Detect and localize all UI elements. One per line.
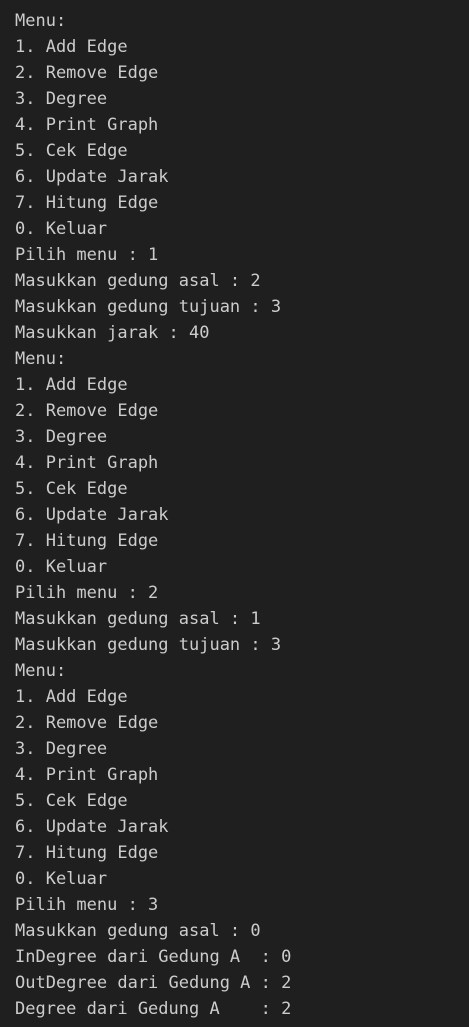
terminal-line: Menu:: [15, 349, 67, 369]
terminal-line: 2. Remove Edge: [15, 63, 159, 83]
terminal-line: 0. Keluar: [15, 219, 108, 239]
terminal-line: 4. Print Graph: [15, 453, 159, 473]
terminal-line: 6. Update Jarak: [15, 505, 169, 525]
terminal-line: Masukkan gedung tujuan : 3: [15, 297, 282, 317]
terminal-line: 4. Print Graph: [15, 115, 159, 135]
terminal-line: 2. Remove Edge: [15, 401, 159, 421]
terminal-line: 3. Degree: [15, 427, 108, 447]
terminal-line: Pilih menu : 1: [15, 245, 159, 265]
terminal-line: InDegree dari Gedung A : 0: [15, 947, 292, 967]
terminal-line: 7. Hitung Edge: [15, 193, 159, 213]
terminal-line: 5. Cek Edge: [15, 479, 128, 499]
terminal-line: 1. Add Edge: [15, 375, 128, 395]
terminal-line: Masukkan gedung asal : 0: [15, 921, 261, 941]
terminal-line: 6. Update Jarak: [15, 167, 169, 187]
terminal-line: Pilih menu : 3: [15, 895, 159, 915]
terminal-line: 3. Degree: [15, 89, 108, 109]
terminal-line: Masukkan gedung asal : 2: [15, 271, 261, 291]
terminal-line: Menu:: [15, 661, 67, 681]
terminal-line: Menu:: [15, 11, 67, 31]
terminal-line: 3. Degree: [15, 739, 108, 759]
terminal-line: 4. Print Graph: [15, 765, 159, 785]
terminal-line: 6. Update Jarak: [15, 817, 169, 837]
terminal-line: Masukkan gedung tujuan : 3: [15, 635, 282, 655]
terminal-line: 0. Keluar: [15, 869, 108, 889]
terminal-line: 1. Add Edge: [15, 687, 128, 707]
terminal-line: 7. Hitung Edge: [15, 843, 159, 863]
terminal-line: 7. Hitung Edge: [15, 531, 159, 551]
terminal-line: 5. Cek Edge: [15, 141, 128, 161]
terminal-line: Masukkan gedung asal : 1: [15, 609, 261, 629]
terminal-line: OutDegree dari Gedung A : 2: [15, 973, 292, 993]
terminal-line: Degree dari Gedung A : 2: [15, 999, 292, 1019]
terminal-line: 0. Keluar: [15, 557, 108, 577]
terminal-line: 2. Remove Edge: [15, 713, 159, 733]
terminal-line: 5. Cek Edge: [15, 791, 128, 811]
terminal-line: Pilih menu : 2: [15, 583, 159, 603]
terminal-line: Masukkan jarak : 40: [15, 323, 210, 343]
terminal-line: 1. Add Edge: [15, 37, 128, 57]
